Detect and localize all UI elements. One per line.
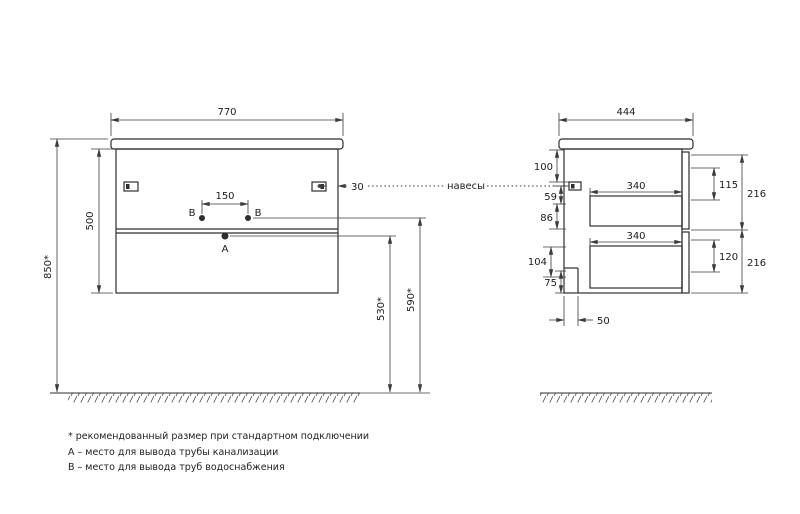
dim-340-bottom-label: 340 — [626, 231, 645, 242]
dim-115: 115 — [711, 167, 738, 201]
dim-216-bottom-label: 216 — [747, 258, 766, 269]
front-hanger-right-detail — [320, 184, 324, 189]
footnote-recommended: * рекомендованный размер при стандартном… — [68, 431, 369, 442]
ground-hatch-right — [540, 393, 712, 403]
footnotes: * рекомендованный размер при стандартном… — [68, 431, 369, 473]
outlet-b-right-dot — [245, 215, 251, 221]
ground-hatch-left — [68, 393, 360, 403]
dim-30: 30 — [317, 182, 364, 193]
dim-770: 770 — [110, 107, 344, 136]
hangers-callout: навесы — [368, 181, 569, 192]
dim-444: 444 — [558, 107, 694, 136]
hangers-label: навесы — [447, 181, 485, 192]
label-b-left: B — [189, 208, 196, 219]
side-carcass — [563, 148, 683, 294]
front-cabinet-body — [115, 148, 339, 294]
side-hanger-detail — [571, 184, 575, 189]
dim-115-label: 115 — [719, 180, 738, 191]
dim-444-label: 444 — [616, 107, 635, 118]
dim-500: 500 — [85, 148, 113, 294]
side-view — [558, 138, 694, 294]
side-drawer-front-top — [681, 151, 690, 230]
side-right-extensions — [691, 154, 748, 294]
dim-850: 850* — [43, 138, 108, 393]
dim-530: 530* — [230, 235, 396, 393]
dim-340-top: 340 — [589, 181, 683, 196]
side-drawer-box-bottom — [589, 245, 683, 289]
dim-216-bottom: 216 — [739, 229, 766, 294]
outlet-a-dot — [221, 232, 229, 240]
dim-75-label: 75 — [544, 278, 557, 289]
dim-216-top: 216 — [739, 154, 766, 231]
side-drawer-box-top — [589, 195, 683, 227]
dim-340-bottom: 340 — [589, 231, 683, 246]
front-view-dimensions: 770 850* 500 150 30 530* — [43, 107, 426, 393]
dim-590: 590* — [253, 217, 426, 393]
dim-50-label: 50 — [597, 316, 610, 327]
side-drawer-front-bottom — [681, 231, 690, 294]
dim-100: 100 — [534, 149, 569, 183]
dim-120-label: 120 — [719, 252, 738, 263]
dim-770-label: 770 — [217, 107, 236, 118]
dim-850-label: 850* — [43, 255, 54, 279]
dim-104-label: 104 — [528, 257, 547, 268]
dim-86-label: 86 — [540, 213, 553, 224]
front-countertop — [110, 138, 344, 150]
front-hanger-left — [123, 181, 139, 192]
dim-50: 50 — [549, 296, 610, 327]
dim-100-label: 100 — [534, 162, 553, 173]
front-hanger-left-detail — [126, 184, 130, 189]
dim-500-label: 500 — [85, 211, 96, 230]
dim-530-label: 530* — [376, 297, 387, 321]
side-view-dimensions: 444 340 340 100 59 86 — [528, 107, 766, 327]
ground — [50, 392, 712, 403]
footnote-a: A – место для вывода трубы канализации — [68, 447, 278, 458]
dim-216-top-label: 216 — [747, 189, 766, 200]
dim-104: 104 — [528, 246, 566, 278]
dim-340-top-label: 340 — [626, 181, 645, 192]
dim-75: 75 — [544, 270, 566, 294]
dim-150-label: 150 — [215, 191, 234, 202]
outlet-points: B B A — [189, 208, 262, 255]
dim-59: 59 — [544, 185, 569, 205]
outlet-b-left-dot — [199, 215, 205, 221]
side-countertop — [558, 138, 694, 150]
side-hanger-bracket — [568, 181, 582, 191]
dim-30-label: 30 — [351, 182, 364, 193]
dim-150: 150 — [201, 191, 249, 214]
dim-86: 86 — [540, 203, 566, 230]
footnote-b: B – место для вывода труб водоснабжения — [68, 462, 285, 473]
label-b-right: B — [255, 208, 262, 219]
dim-59-label: 59 — [544, 192, 557, 203]
label-a: A — [222, 244, 229, 255]
front-view — [110, 138, 344, 294]
dim-590-label: 590* — [406, 288, 417, 312]
dim-120: 120 — [711, 239, 738, 273]
